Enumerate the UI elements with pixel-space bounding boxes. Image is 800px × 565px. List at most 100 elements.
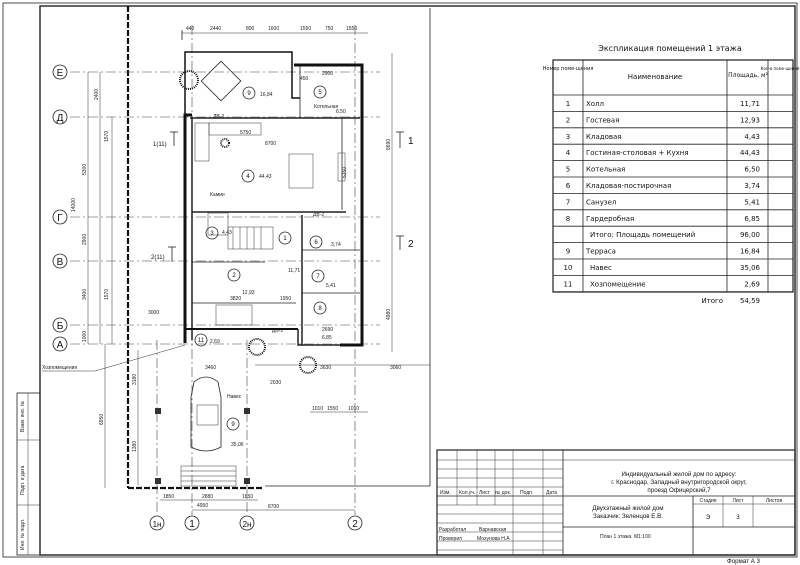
dim: 1850 <box>163 494 174 500</box>
row-number: 9 <box>566 248 570 256</box>
axis-label-2n: 2н <box>243 520 252 529</box>
axis-label-e: Е <box>57 68 64 79</box>
dim-top: 440 <box>186 26 195 32</box>
door-mark: ДВ-2 <box>313 212 324 218</box>
dim-top: 1600 <box>268 26 279 32</box>
room-number: 2 <box>232 273 236 279</box>
row-name: Кладовая-постирочная <box>586 182 671 190</box>
row-name: Котельная <box>586 166 625 174</box>
room-number: 1 <box>283 236 287 242</box>
room-area: 11,71 <box>288 268 300 274</box>
room-area: 5,41 <box>326 283 336 289</box>
section-mark: 1 <box>408 136 414 147</box>
stamp-inv-original: Инв. № подл. <box>20 519 26 550</box>
row-number: 11 <box>564 280 573 288</box>
row-number: 8 <box>566 215 570 223</box>
address-line-1: Индивидуальный жилой дом по адресу: <box>622 471 737 478</box>
row-name: Гостиная-столовая + Кухня <box>586 149 689 157</box>
room-area: 35,06 <box>231 442 244 448</box>
room-number: 8 <box>318 306 322 312</box>
row-number: 4 <box>566 149 571 157</box>
row-number: 10 <box>564 264 573 272</box>
dim-left: 2900 <box>82 234 88 245</box>
dim: 8700 <box>268 504 279 510</box>
dim: 8700 <box>265 141 276 147</box>
row-area: 96,00 <box>740 231 760 239</box>
dim: 3460 <box>205 365 216 371</box>
room-markers: 9 16,84 5 Котельная 6,50 4 44,43 3 4,43 … <box>42 85 346 448</box>
dim-left: 1570 <box>104 289 110 300</box>
room-number: 3 <box>210 231 214 237</box>
row-name: Терраса <box>585 248 616 256</box>
dim: 2880 <box>202 494 213 500</box>
dim-left: 1000 <box>82 331 88 342</box>
axis-markers: Е Д Г В Б А 1н 1 2н 2 <box>52 64 363 531</box>
col-doc: № док. <box>495 490 511 496</box>
dim: 3060 <box>390 365 401 371</box>
row-name: Холл <box>586 100 604 108</box>
plant-icon <box>179 70 317 374</box>
dim: 2690 <box>322 327 333 333</box>
explication-table: Экспликация помещений 1 этажа Номер поме… <box>543 44 800 293</box>
dim-top: 2440 <box>210 26 221 32</box>
room-area: 6,85 <box>322 335 332 341</box>
customer: Заказчик: Зеленцов Е.В. <box>593 513 663 520</box>
room-area: 12,93 <box>242 290 255 296</box>
room-name: Навес <box>227 394 242 400</box>
dim: 2900 <box>322 71 333 77</box>
axis-label-b: Б <box>57 321 64 332</box>
checked-name: Мохунова Н.А <box>477 536 510 542</box>
dim: 1550 <box>327 406 338 412</box>
dim: 450 <box>300 76 309 82</box>
drawing-name: План 1 этажа. М1:100 <box>600 534 651 540</box>
col-sign: Подп. <box>520 490 533 496</box>
dim-top: 750 <box>325 26 334 32</box>
dim: 1950 <box>280 296 291 302</box>
dim-top: 1550 <box>346 26 357 32</box>
dim-left: 3400 <box>82 289 88 300</box>
title-block: Изм. Кол.уч. Лист № док. Подп. Дата Инди… <box>436 449 796 565</box>
axis-label-2: 2 <box>352 519 358 530</box>
dim-left: 2400 <box>94 89 100 100</box>
row-area: 6,50 <box>744 166 760 174</box>
row-area: 44,43 <box>740 149 760 157</box>
explication-title: Экспликация помещений 1 этажа <box>598 44 742 53</box>
car-icon <box>190 376 222 452</box>
col-count: Кол.уч. <box>459 490 475 496</box>
room-number: 5 <box>318 90 322 96</box>
axis-label-d: Д <box>57 113 64 124</box>
room-area: 16,84 <box>260 92 273 98</box>
room-number: 7 <box>316 274 320 280</box>
site-boundary <box>126 6 431 490</box>
dim: 1850 <box>242 494 253 500</box>
room-number: 4 <box>246 174 250 180</box>
dim-left: 6950 <box>99 414 105 425</box>
row-name: Санузел <box>586 198 616 206</box>
project-name: Двухэтажный жилой дом <box>592 505 663 512</box>
row-number: 6 <box>566 182 571 190</box>
room-area: 2,69 <box>210 339 220 345</box>
header-area: Площадь, м² <box>728 72 768 79</box>
room-number: 6 <box>314 240 318 246</box>
section-mark: 1(11) <box>153 142 167 148</box>
col-date: Дата <box>546 490 557 496</box>
row-number: 2 <box>566 116 570 124</box>
row-area: 5,41 <box>744 198 760 206</box>
canopy-columns <box>155 408 250 487</box>
row-area: 11,71 <box>740 100 760 108</box>
room-area: 3,74 <box>331 242 341 248</box>
address-line-2: г. Краснодар, Западный внутригородской о… <box>611 479 747 486</box>
row-name: Гостевая <box>586 116 619 124</box>
dim: 1010 <box>312 406 323 412</box>
axis-label-v: В <box>57 257 64 268</box>
header-count: Кол-в поме-щения <box>761 66 800 71</box>
side-stamp: Взам. инв. № Подп. и дата Инв. № подл. <box>16 392 41 556</box>
dim-left: 1380 <box>132 441 138 452</box>
room-number: 11 <box>198 338 205 344</box>
header-room-number: Номер поме-щения <box>543 66 594 72</box>
dim: 3630 <box>320 365 331 371</box>
row-area: 3,74 <box>744 182 760 190</box>
row-name: Навес <box>590 264 612 272</box>
dim: 4980 <box>386 309 392 320</box>
